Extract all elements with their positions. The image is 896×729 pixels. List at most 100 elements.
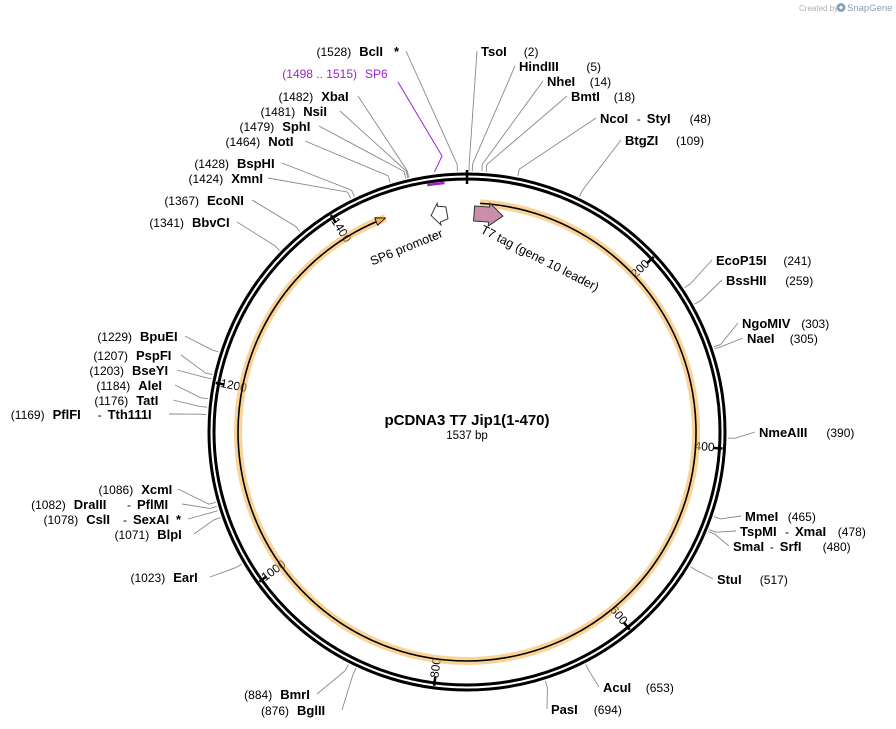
site-position: (241): [783, 254, 811, 268]
snapgene-watermark: Created by SnapGene: [799, 3, 892, 14]
site-name: BspHI: [237, 156, 275, 171]
site-name: NmeAIII: [759, 425, 807, 440]
site-name: MmeI: [745, 509, 778, 524]
site-leader-line: [193, 517, 221, 535]
site-name: PspFI: [136, 348, 171, 363]
site-name: NotI: [268, 134, 293, 149]
site-position: (1086): [99, 483, 134, 497]
site-leader-line: [714, 337, 744, 350]
site-name: BbvCI: [192, 215, 230, 230]
site-leader-line: [174, 384, 209, 400]
site-position: (1341): [149, 216, 184, 230]
site-leader-line: [281, 162, 355, 197]
site-position: (18): [614, 90, 635, 104]
site-leader-line: [481, 80, 544, 172]
site-name: XcmI: [141, 482, 172, 497]
site-name-secondary: XmaI: [795, 524, 826, 539]
site-ncoi: NcoI-StyI(48): [517, 111, 711, 177]
tick-mark-1200: [215, 381, 225, 386]
site-leader-line: [180, 354, 213, 376]
site-name: BseYI: [132, 363, 168, 378]
site-name: EcoNI: [207, 193, 244, 208]
site-tspmi: TspMI-XmaI(478): [708, 524, 866, 539]
site-name: CslI: [86, 512, 110, 527]
site-position: (517): [760, 573, 788, 587]
site-bmti: BmtI (18): [485, 89, 635, 172]
site-position: (1528): [317, 45, 352, 59]
site-position: (2): [524, 45, 539, 59]
site-position: (1078): [44, 513, 79, 527]
site-stui: StuI(517): [690, 566, 788, 587]
site-position: (1184): [96, 379, 130, 393]
site-position: (1071): [115, 528, 150, 542]
site-leader-line: [471, 65, 516, 172]
site-leader-line: [579, 139, 622, 197]
site-leader-line: [713, 515, 742, 520]
tick-mark-400: [713, 446, 723, 450]
site-xcmi: (1086) XcmI: [99, 482, 216, 505]
site-name: BglII: [297, 703, 325, 718]
site-name: BssHII: [726, 273, 766, 288]
site-name: NsiI: [303, 104, 327, 119]
site-bsshii: BssHII(259): [694, 273, 813, 305]
site-position: (480): [823, 540, 851, 554]
site-position: (1176): [94, 394, 128, 408]
site-bcli: (1528)BclI*: [317, 44, 458, 172]
site-position: (109): [676, 134, 704, 148]
site-position: (1482): [279, 90, 314, 104]
site-position: (303): [801, 317, 829, 331]
site-name: BlpI: [157, 527, 182, 542]
site-leader-line: [485, 95, 568, 172]
site-name: TsoI: [481, 44, 507, 59]
site-leader-line: [267, 177, 352, 199]
site-nsii: (1481)NsiI: [261, 104, 409, 178]
site-name-separator: -: [98, 408, 102, 422]
site-name: BpuEI: [140, 329, 178, 344]
sp6-primer-leader: [397, 81, 443, 173]
site-position: (1082): [31, 498, 66, 512]
site-name: BclI: [359, 44, 383, 59]
site-leader-line: [177, 488, 216, 505]
site-name: DraIII: [74, 497, 107, 512]
site-bseyi: (1203) BseYI: [89, 363, 212, 380]
site-tsoi: TsoI (2): [468, 44, 539, 172]
site-csli: (1078)CslI-SexAI*: [44, 510, 219, 527]
site-pspfi: (1207) PspFI: [93, 348, 213, 376]
site-name: AleI: [138, 378, 162, 393]
site-naei: NaeI(305): [714, 331, 818, 350]
site-position: (390): [826, 426, 854, 440]
site-leader-line: [585, 664, 600, 688]
tick-mark-1000: [258, 575, 268, 583]
site-leader-line: [708, 529, 737, 533]
site-leader-line: [251, 199, 301, 232]
site-blpi: (1071) BlpI: [115, 517, 221, 542]
sp6-primer-bar: [427, 181, 445, 187]
site-bmri: (884)BmrI: [244, 664, 349, 702]
sp6-promoter-arrow: [430, 201, 449, 227]
site-position: (1464): [226, 135, 261, 149]
site-name: BtgZI: [625, 133, 658, 148]
t7-tag-arrow: [473, 201, 504, 228]
site-position: (1479): [240, 120, 275, 134]
site-name: BmtI: [571, 89, 600, 104]
site-position: (1023): [131, 571, 166, 585]
site-mmei: MmeI(465): [713, 509, 816, 524]
site-name: PflFI: [53, 407, 81, 422]
site-bbvci: (1341) BbvCI: [149, 215, 280, 251]
orf-arrowhead: [374, 217, 387, 226]
site-leader-line: [544, 680, 548, 710]
site-name-secondary: SrfI: [780, 539, 802, 554]
site-name: SmaI: [733, 539, 764, 554]
site-acui: AcuI(653): [585, 664, 674, 695]
site-position: (48): [690, 112, 711, 126]
site-name-secondary: StyI: [647, 111, 671, 126]
site-name-secondary: SexAI: [133, 512, 169, 527]
site-name: BmrI: [280, 687, 310, 702]
site-leader-line: [713, 322, 739, 348]
site-position: (1203): [89, 364, 124, 378]
site-leader-line: [468, 50, 478, 172]
site-name: PasI: [551, 702, 578, 717]
tick-mark-800: [432, 676, 437, 687]
site-position: (1207): [93, 349, 128, 363]
